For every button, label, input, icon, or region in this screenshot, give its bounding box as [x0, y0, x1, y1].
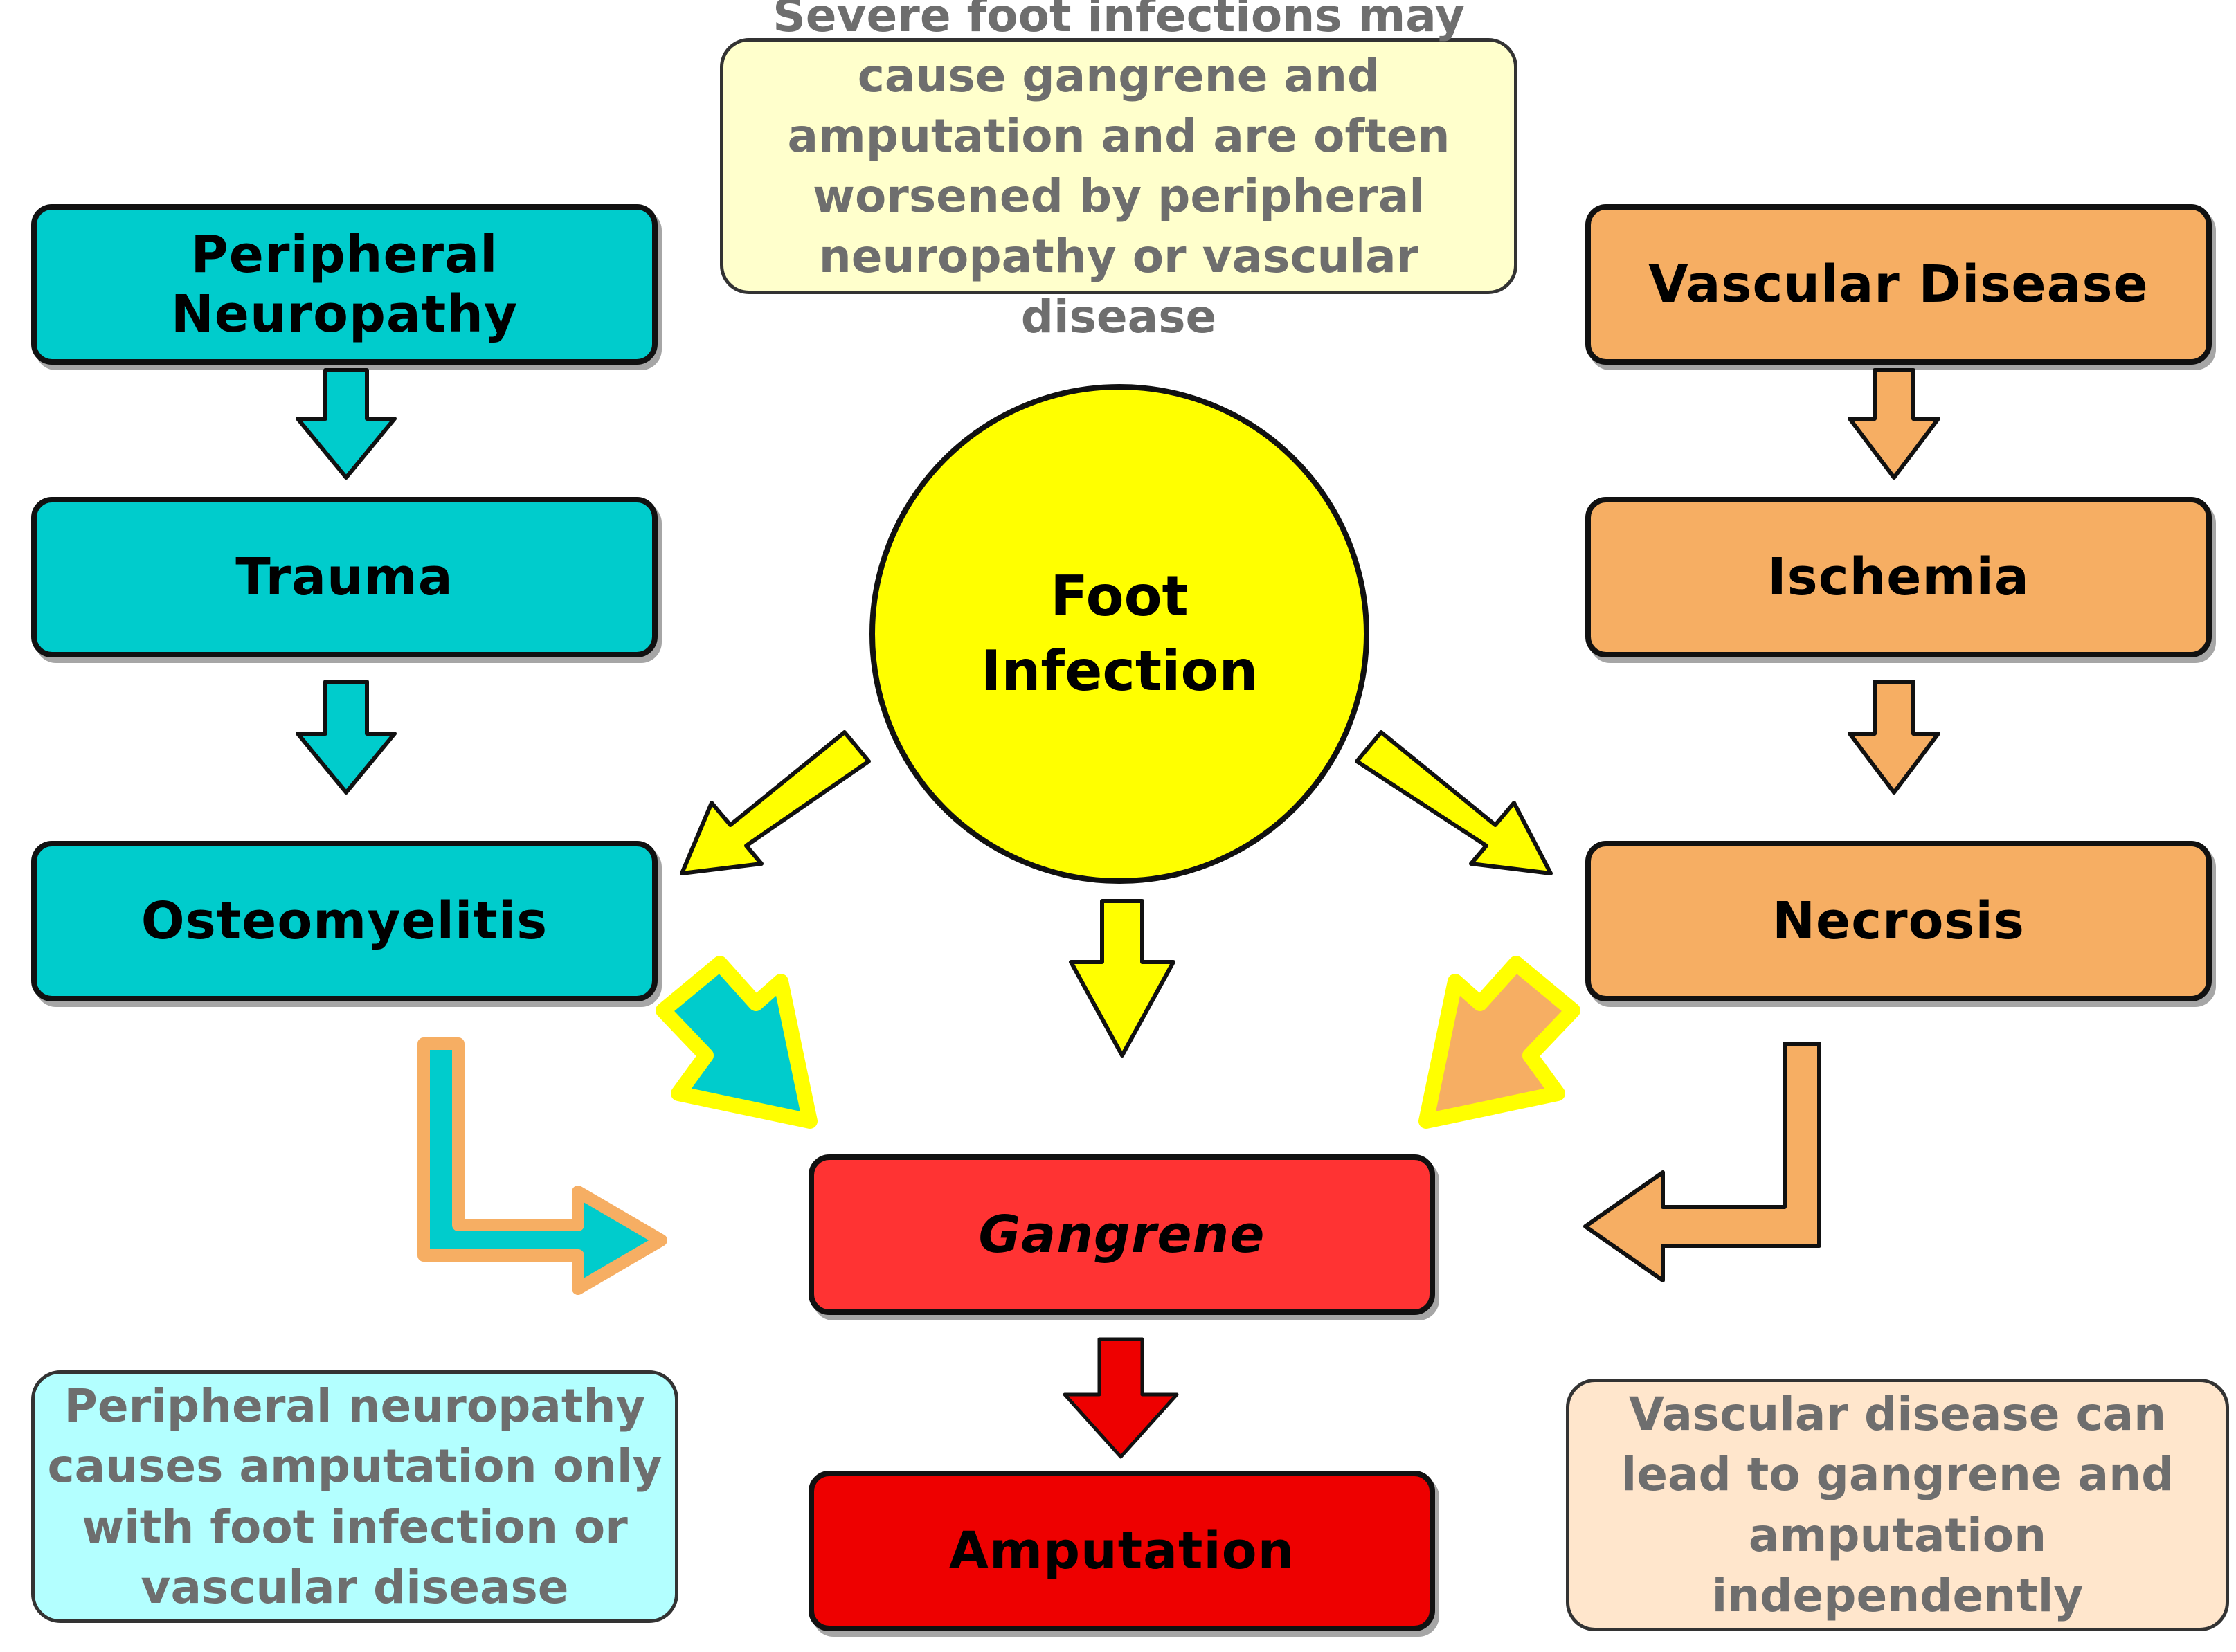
elbow-arrow-right	[1583, 1042, 1821, 1282]
top-note: Severe foot infections may cause gangren…	[720, 0, 1517, 343]
osteomyelitis-node: Osteomyelitis	[31, 841, 658, 1001]
foot-infection-node: Foot Infection	[869, 384, 1369, 884]
elbow-arrow-left	[417, 1037, 667, 1295]
gangrene-node: Gangrene	[809, 1154, 1435, 1315]
trauma-node: Trauma	[31, 497, 658, 657]
necrosis-node: Necrosis	[1585, 841, 2212, 1001]
arrow-osteomyelitis-to-gangrene	[656, 956, 818, 1129]
arrow-neuropathy-to-trauma	[296, 368, 397, 480]
arrow-infection-to-osteomyelitis	[680, 730, 871, 875]
arrow-infection-to-necrosis	[1355, 730, 1553, 875]
arrow-ischemia-to-necrosis	[1848, 680, 1940, 795]
vascular-disease-node: Vascular Disease	[1585, 204, 2212, 365]
peripheral-neuropathy-node: Peripheral Neuropathy	[31, 204, 658, 365]
arrow-vascular-to-ischemia	[1848, 368, 1940, 480]
arrow-infection-to-gangrene	[1069, 899, 1175, 1058]
right-note: Vascular disease can lead to gangrene an…	[1566, 1379, 2229, 1631]
arrow-gangrene-to-amputation	[1063, 1337, 1179, 1459]
amputation-node: Amputation	[809, 1471, 1435, 1631]
foot-infection-label: Foot Infection	[980, 564, 1259, 703]
arrow-trauma-to-osteomyelitis	[296, 680, 397, 795]
arrow-necrosis-to-gangrene	[1418, 956, 1580, 1129]
ischemia-node: Ischemia	[1585, 497, 2212, 657]
left-note: Peripheral neuropathy causes amputation …	[31, 1370, 678, 1623]
